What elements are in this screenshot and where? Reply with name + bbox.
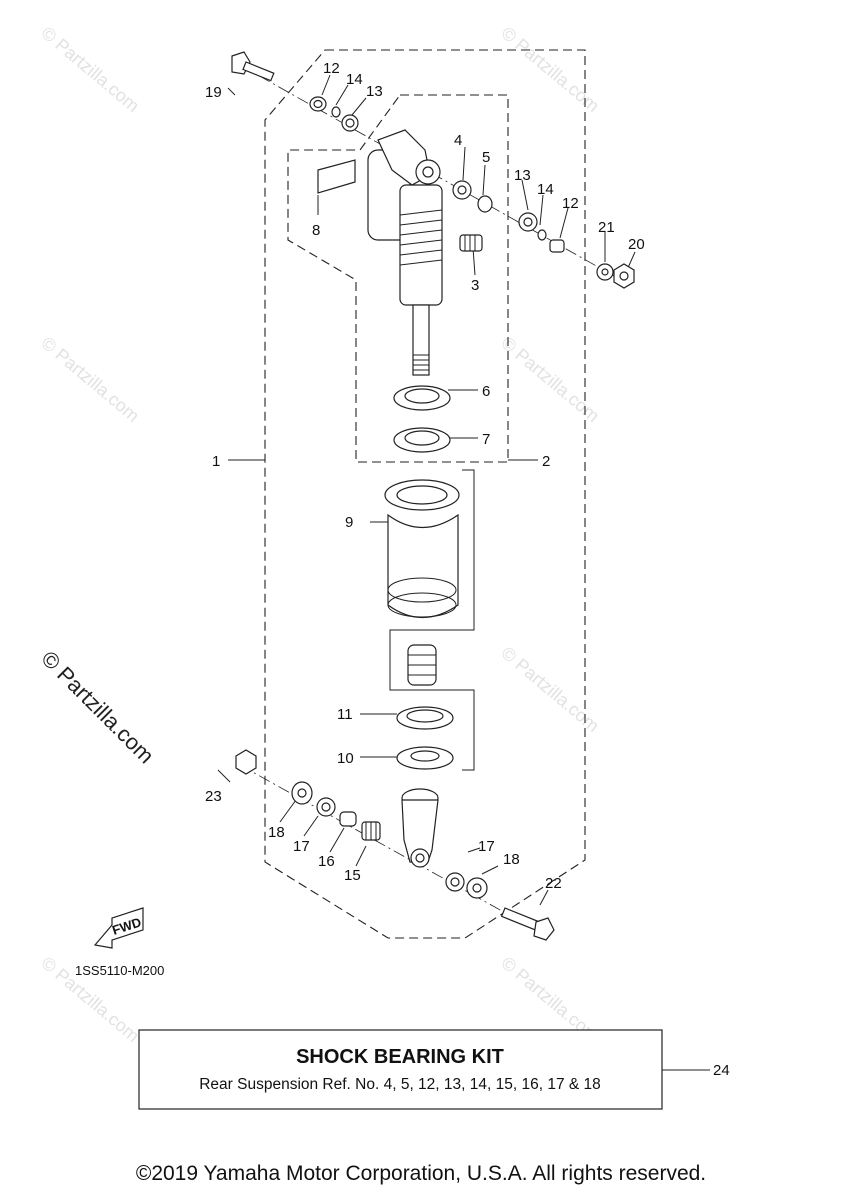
seal-13-right [518, 212, 538, 232]
spring-bracket-outline [389, 469, 475, 771]
callout-23: 23 [205, 788, 222, 805]
spring-seat-11 [396, 706, 454, 730]
callout-12-right: 12 [562, 195, 579, 212]
callout-1: 1 [212, 453, 220, 470]
nut-23 [235, 749, 257, 775]
callout-24: 24 [713, 1062, 730, 1079]
watermark: © Partzilla.com [497, 643, 603, 736]
o-ring-14-top [331, 106, 341, 118]
kit-box: SHOCK BEARING KIT Rear Suspension Ref. N… [138, 1029, 663, 1110]
kit-title: SHOCK BEARING KIT [296, 1046, 504, 1068]
washer-18-left [291, 781, 313, 805]
bearing-15 [361, 821, 381, 841]
assembly-outline-1 [264, 49, 586, 939]
callout-20: 20 [628, 236, 645, 253]
seal-17-right [445, 872, 465, 892]
watermark: © Partzilla.com [37, 333, 143, 426]
adjuster-3 [459, 234, 483, 252]
callout-17-right: 17 [478, 838, 495, 855]
callout-19: 19 [205, 84, 222, 101]
bolt-22 [500, 907, 555, 941]
callout-11: 11 [337, 706, 353, 723]
callout-8: 8 [312, 222, 320, 239]
spring-9 [384, 479, 460, 618]
callout-3: 3 [471, 277, 479, 294]
bump-stop [407, 644, 437, 686]
callout-22: 22 [545, 875, 562, 892]
callout-6: 6 [482, 383, 490, 400]
washer-21 [596, 263, 614, 281]
callout-numbers: 1 2 3 4 5 6 7 8 9 10 11 12 12 13 13 14 1… [205, 60, 730, 1079]
callout-18-left: 18 [268, 824, 285, 841]
callout-4: 4 [454, 132, 462, 149]
watermark-prominent: © Partzilla.com [36, 646, 159, 769]
seal-13-top [341, 114, 359, 132]
leader-lines [217, 74, 710, 1071]
callout-17-left: 17 [293, 838, 310, 855]
spring-guide-10 [396, 746, 454, 770]
nut-20 [613, 263, 635, 289]
watermark: © Partzilla.com [37, 23, 143, 116]
callout-14-top: 14 [346, 71, 363, 88]
bushing-12-right [549, 239, 565, 253]
ring-nut-7 [393, 427, 451, 453]
copyright-footer: ©2019 Yamaha Motor Corporation, U.S.A. A… [136, 1162, 706, 1185]
forward-arrow: FWD [93, 907, 144, 949]
callout-9: 9 [345, 514, 353, 531]
callout-13-top: 13 [366, 83, 383, 100]
label-plate-8 [317, 159, 356, 194]
callout-15: 15 [344, 867, 361, 884]
watermark: © Partzilla.com [497, 23, 603, 116]
callout-10: 10 [337, 750, 354, 767]
collar-16 [339, 811, 357, 827]
bolt-19 [231, 51, 275, 82]
shock-absorber-body [367, 129, 443, 376]
o-ring-14-right [537, 229, 547, 241]
watermark: © Partzilla.com [497, 333, 603, 426]
part-code: 1SS5110-M200 [75, 963, 164, 978]
callout-13-right: 13 [514, 167, 531, 184]
callout-21: 21 [598, 219, 615, 236]
callout-2: 2 [542, 453, 550, 470]
seal-17-left [316, 797, 336, 817]
kit-subtitle: Rear Suspension Ref. No. 4, 5, 12, 13, 1… [199, 1076, 601, 1093]
callout-18-right: 18 [503, 851, 520, 868]
ring-nut-6 [393, 385, 451, 411]
circlip-5 [477, 195, 493, 213]
callout-16: 16 [318, 853, 335, 870]
callout-5: 5 [482, 149, 490, 166]
lower-clevis [401, 788, 439, 868]
callout-12-top: 12 [323, 60, 340, 77]
collar-4 [452, 180, 472, 200]
washer-18-right [466, 877, 488, 899]
callout-14-right: 14 [537, 181, 554, 198]
assembly-outline-2 [287, 94, 509, 463]
bushing-12-top [309, 96, 327, 112]
callout-7: 7 [482, 431, 490, 448]
